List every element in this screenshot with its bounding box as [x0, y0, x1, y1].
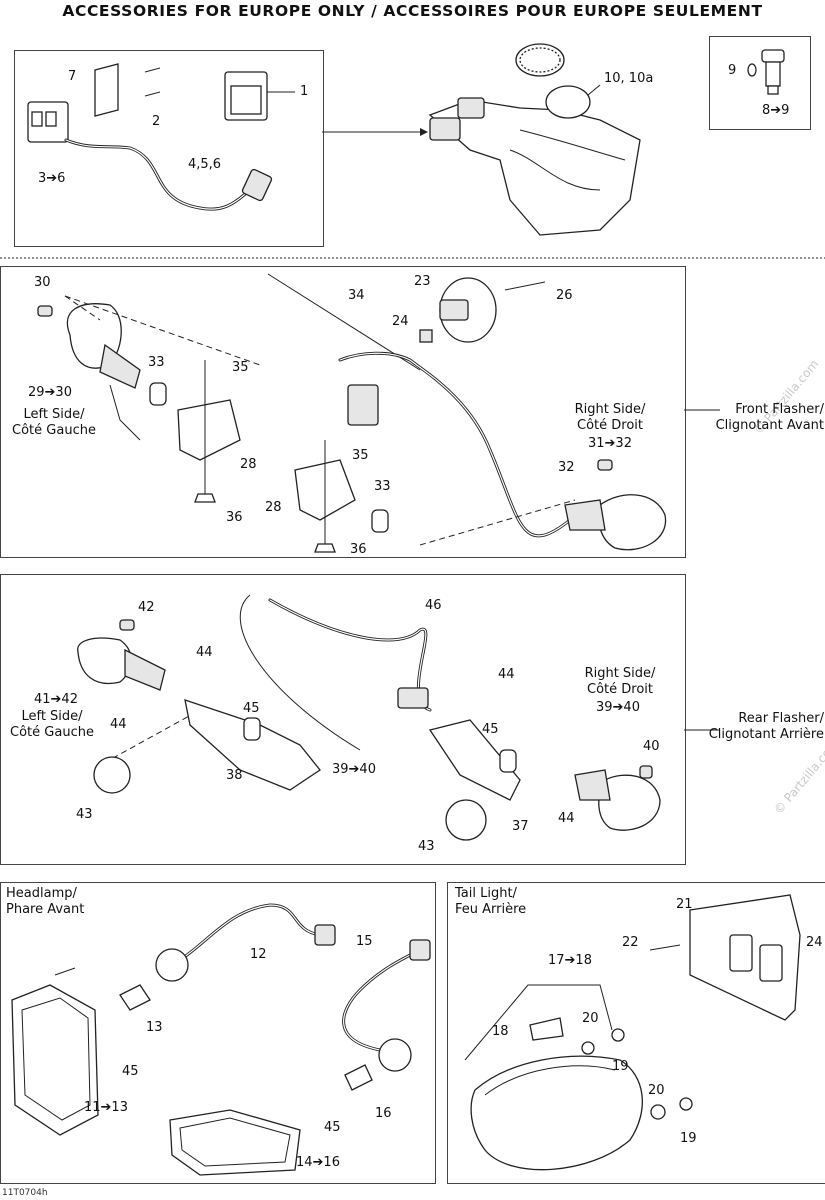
rear-left-label: Left Side/ Côté Gauche	[10, 709, 94, 740]
callout-36: 36	[350, 542, 367, 557]
front-right-flasher	[564, 459, 667, 551]
callout-1: 1	[300, 84, 308, 99]
callout-43: 43	[418, 839, 435, 854]
headlamp-bulb	[119, 984, 151, 1011]
panel-rear-flasher	[0, 574, 686, 865]
callout-24: 24	[392, 314, 409, 329]
callout-44: 44	[196, 645, 213, 660]
callout-36: 36	[226, 510, 243, 525]
callout-37: 37	[512, 819, 529, 834]
callout-10: 10, 10a	[604, 71, 653, 86]
front-bracket-right	[294, 440, 389, 553]
taillight-housing	[470, 1055, 643, 1171]
callout-34: 34	[348, 288, 365, 303]
callout-41-42: 41➔42	[34, 692, 78, 707]
callout-2: 2	[152, 114, 160, 129]
key-switch	[747, 49, 785, 95]
taillight-title: Tail Light/ Feu Arrière	[455, 886, 527, 917]
headlamp-title: Headlamp/ Phare Avant	[6, 886, 85, 917]
callout-9: 9	[728, 63, 736, 78]
headlamp-harness	[155, 903, 336, 982]
callout-45: 45	[324, 1120, 341, 1135]
front-harness	[267, 273, 572, 538]
front-bracket-left	[149, 360, 241, 503]
callout-3-6: 3➔6	[38, 171, 65, 186]
callout-28: 28	[265, 500, 282, 515]
rear-left-flasher	[77, 619, 166, 691]
callout-42: 42	[138, 600, 155, 615]
callout-35: 35	[352, 448, 369, 463]
callout-15: 15	[356, 934, 373, 949]
callout-21: 21	[676, 897, 693, 912]
callout-43: 43	[76, 807, 93, 822]
panel-ignition-switch	[709, 36, 811, 130]
callout-12: 12	[250, 947, 267, 962]
callout-33: 33	[374, 479, 391, 494]
section-front-flasher: Front Flasher/ Clignotant Avant	[715, 402, 824, 433]
rear-harness	[239, 594, 432, 751]
callout-30: 30	[34, 275, 51, 290]
callout-24: 24	[806, 935, 823, 950]
taillight-bulb	[529, 1017, 564, 1041]
headlamp-right-harness	[342, 939, 431, 1091]
callout-7: 7	[68, 69, 76, 84]
horn-assembly	[419, 277, 546, 343]
section-rear-flasher: Rear Flasher/ Clignotant Arrière	[708, 711, 824, 742]
callout-20: 20	[582, 1011, 599, 1026]
callout-44: 44	[558, 811, 575, 826]
rear-bracket-left	[184, 699, 321, 791]
panel-relay-kit	[14, 50, 324, 247]
callout-8-9: 8➔9	[762, 103, 789, 118]
callout-17-18: 17➔18	[548, 953, 592, 968]
rear-bracket-right	[428, 719, 521, 801]
front-right-label: Right Side/ Côté Droit	[574, 402, 646, 433]
callout-19: 19	[680, 1131, 697, 1146]
callout-19: 19	[612, 1059, 629, 1074]
headlamp-right	[169, 1109, 301, 1176]
callout-31-32: 31➔32	[588, 436, 632, 451]
page-title: ACCESSORIES FOR EUROPE ONLY / ACCESSOIRE…	[62, 2, 763, 20]
rear-right-label: Right Side/ Côté Droit	[584, 666, 656, 697]
callout-45: 45	[482, 722, 499, 737]
front-left-label: Left Side/ Côté Gauche	[12, 407, 96, 438]
callout-39-40: 39➔40	[596, 700, 640, 715]
relay-module	[224, 71, 295, 121]
callout-38: 38	[226, 768, 243, 783]
callout-39-40: 39➔40	[332, 762, 376, 777]
callout-22: 22	[622, 935, 639, 950]
callout-35: 35	[232, 360, 249, 375]
headlamp-left	[11, 967, 99, 1136]
callout-16: 16	[375, 1106, 392, 1121]
callout-14-16: 14➔16	[296, 1155, 340, 1170]
callout-18: 18	[492, 1024, 509, 1039]
callout-20: 20	[648, 1083, 665, 1098]
callout-32: 32	[558, 460, 575, 475]
callout-44: 44	[110, 717, 127, 732]
callout-28: 28	[240, 457, 257, 472]
callout-13: 13	[146, 1020, 163, 1035]
callout-23: 23	[414, 274, 431, 289]
diagram-reference: 11T0704h	[2, 1188, 48, 1198]
callout-40: 40	[643, 739, 660, 754]
rear-lens-left	[93, 756, 131, 794]
callout-11-13: 11➔13	[84, 1100, 128, 1115]
rear-right-flasher	[574, 765, 661, 831]
callout-45: 45	[243, 701, 260, 716]
flasher-switch-block	[27, 63, 273, 211]
callout-29-30: 29➔30	[28, 385, 72, 400]
callout-4-5-6: 4,5,6	[188, 157, 221, 172]
callout-26: 26	[556, 288, 573, 303]
callout-44: 44	[498, 667, 515, 682]
rear-lens-right	[445, 799, 487, 841]
callout-46: 46	[425, 598, 442, 613]
callout-45: 45	[122, 1064, 139, 1079]
front-left-flasher	[37, 303, 141, 441]
callout-33: 33	[148, 355, 165, 370]
license-plate-bracket	[649, 894, 801, 1021]
handlebar-assembly	[428, 43, 641, 236]
